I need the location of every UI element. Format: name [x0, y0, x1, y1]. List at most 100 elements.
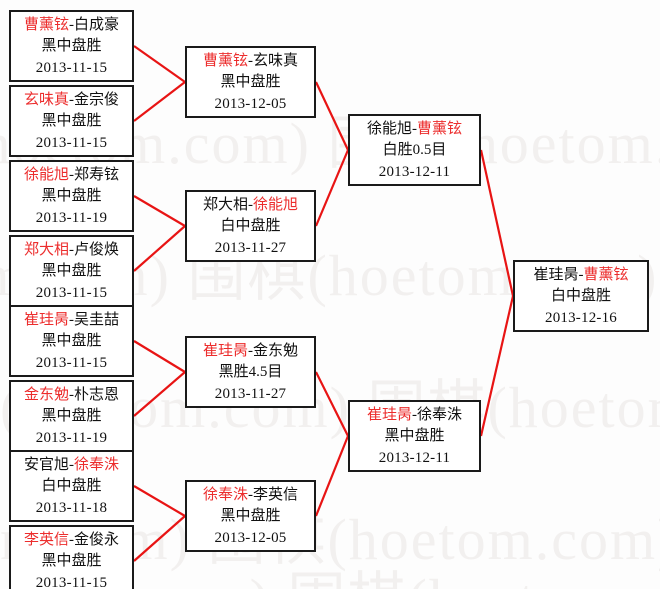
- player-separator: -: [69, 92, 74, 108]
- match-box-round-of-16-8: 李英信-金俊永黑中盘胜 2013-11-15: [9, 525, 134, 589]
- player-winner: 徐能旭: [23, 167, 69, 183]
- connector-line: [133, 371, 186, 417]
- match-date: 2013-11-15: [35, 134, 108, 151]
- player-loser: 玄味真: [253, 53, 299, 69]
- match-players: 郑大相-卢俊焕: [11, 240, 132, 261]
- player-winner: 李英信: [23, 532, 69, 548]
- match-box-round-of-16-2: 玄味真-金宗俊黑中盘胜 2013-11-15: [9, 85, 134, 157]
- match-players: 崔珪昺-吴圭喆: [11, 310, 132, 331]
- player-winner: 曹薰铉: [583, 267, 629, 283]
- match-result: 黑中盘胜: [41, 333, 102, 350]
- match-result: 黑胜4.5目: [218, 364, 283, 381]
- match-date: 2013-11-18: [35, 499, 108, 516]
- match-date: 2013-12-11: [378, 449, 451, 466]
- match-result: 白中盘胜: [550, 288, 611, 305]
- player-loser: 朴志恩: [74, 387, 120, 403]
- match-box-round-of-16-5: 崔珪昺-吴圭喆黑中盘胜 2013-11-15: [9, 305, 134, 377]
- player-separator: -: [69, 17, 74, 33]
- player-separator: -: [248, 343, 253, 359]
- player-loser: 金东勉: [253, 343, 299, 359]
- connector-line: [133, 485, 186, 517]
- match-players: 金东勉-朴志恩: [11, 385, 132, 406]
- match-date: 2013-11-15: [35, 284, 108, 301]
- player-winner: 徐奉洙: [202, 487, 248, 503]
- connector-line: [315, 81, 349, 151]
- connector-line: [133, 515, 186, 562]
- match-result: 黑中盘胜: [41, 263, 102, 280]
- match-result: 黑中盘胜: [220, 508, 281, 525]
- match-date: 2013-11-15: [35, 574, 108, 589]
- connector-line: [133, 225, 186, 272]
- player-separator: -: [69, 457, 74, 473]
- player-separator: -: [248, 487, 253, 503]
- match-date: 2013-12-05: [214, 95, 287, 112]
- match-box-quarterfinals-1: 曹薰铉-玄味真黑中盘胜 2013-12-05: [185, 46, 316, 118]
- player-winner: 玄味真: [23, 92, 69, 108]
- player-winner: 崔珪昺: [366, 407, 412, 423]
- match-date: 2013-11-19: [35, 209, 108, 226]
- match-box-round-of-16-4: 郑大相-卢俊焕黑中盘胜 2013-11-15: [9, 235, 134, 307]
- player-loser: 郑寿铉: [74, 167, 120, 183]
- match-box-semifinals-2: 崔珪昺-徐奉洙黑中盘胜 2013-12-11: [348, 400, 481, 472]
- player-loser: 吴圭喆: [74, 312, 120, 328]
- player-winner: 徐奉洙: [74, 457, 120, 473]
- match-result: 黑中盘胜: [41, 188, 102, 205]
- match-players: 曹薰铉-白成豪: [11, 15, 132, 36]
- player-separator: -: [412, 121, 417, 137]
- match-date: 2013-11-15: [35, 354, 108, 371]
- match-players: 崔珪昺-金东勉: [187, 341, 314, 362]
- match-box-round-of-16-1: 曹薰铉-白成豪黑中盘胜 2013-11-15: [9, 10, 134, 82]
- player-loser: 金俊永: [74, 532, 120, 548]
- player-separator: -: [69, 387, 74, 403]
- connector-line: [133, 340, 186, 373]
- match-players: 崔珪昺-曹薰铉: [515, 265, 647, 286]
- match-players: 崔珪昺-徐奉洙: [350, 405, 479, 426]
- player-winner: 崔珪昺: [202, 343, 248, 359]
- connector-line: [133, 81, 186, 122]
- connector-line: [479, 149, 515, 297]
- player-separator: -: [69, 532, 74, 548]
- player-loser: 卢俊焕: [74, 242, 120, 258]
- connector-line: [314, 435, 350, 517]
- player-separator: -: [248, 197, 253, 213]
- match-players: 李英信-金俊永: [11, 530, 132, 551]
- match-result: 黑中盘胜: [41, 553, 102, 570]
- player-winner: 郑大相: [23, 242, 69, 258]
- match-result: 黑中盘胜: [41, 38, 102, 55]
- player-winner: 崔珪昺: [23, 312, 69, 328]
- match-box-semifinals-1: 徐能旭-曹薰铉白胜0.5目 2013-12-11: [348, 114, 481, 186]
- match-box-round-of-16-3: 徐能旭-郑寿铉黑中盘胜 2013-11-19: [9, 160, 134, 232]
- match-players: 徐能旭-曹薰铉: [350, 119, 479, 140]
- player-separator: -: [69, 242, 74, 258]
- match-date: 2013-11-27: [214, 385, 287, 402]
- match-result: 黑中盘胜: [41, 113, 102, 130]
- connector-line: [314, 149, 350, 227]
- connector-line: [133, 195, 186, 227]
- match-date: 2013-11-15: [35, 59, 108, 76]
- match-date: 2013-12-11: [378, 163, 451, 180]
- match-result: 黑中盘胜: [220, 74, 281, 91]
- match-result: 白胜0.5目: [382, 142, 447, 159]
- match-players: 徐能旭-郑寿铉: [11, 165, 132, 186]
- connector-line: [315, 371, 349, 437]
- player-separator: -: [248, 53, 253, 69]
- player-winner: 金东勉: [23, 387, 69, 403]
- match-result: 黑中盘胜: [41, 408, 102, 425]
- match-box-round-of-16-6: 金东勉-朴志恩黑中盘胜 2013-11-19: [9, 380, 134, 452]
- match-result: 黑中盘胜: [384, 428, 445, 445]
- match-players: 徐奉洙-李英信: [187, 485, 314, 506]
- match-box-final-1: 崔珪昺-曹薰铉白中盘胜 2013-12-16: [513, 260, 649, 332]
- match-result: 白中盘胜: [41, 478, 102, 495]
- match-date: 2013-11-27: [214, 239, 287, 256]
- player-loser: 郑大相: [202, 197, 248, 213]
- player-loser: 金宗俊: [74, 92, 120, 108]
- match-date: 2013-12-16: [545, 309, 617, 326]
- player-separator: -: [578, 267, 584, 283]
- match-date: 2013-11-19: [35, 429, 108, 446]
- player-winner: 曹薰铉: [202, 53, 248, 69]
- player-loser: 徐奉洙: [417, 407, 463, 423]
